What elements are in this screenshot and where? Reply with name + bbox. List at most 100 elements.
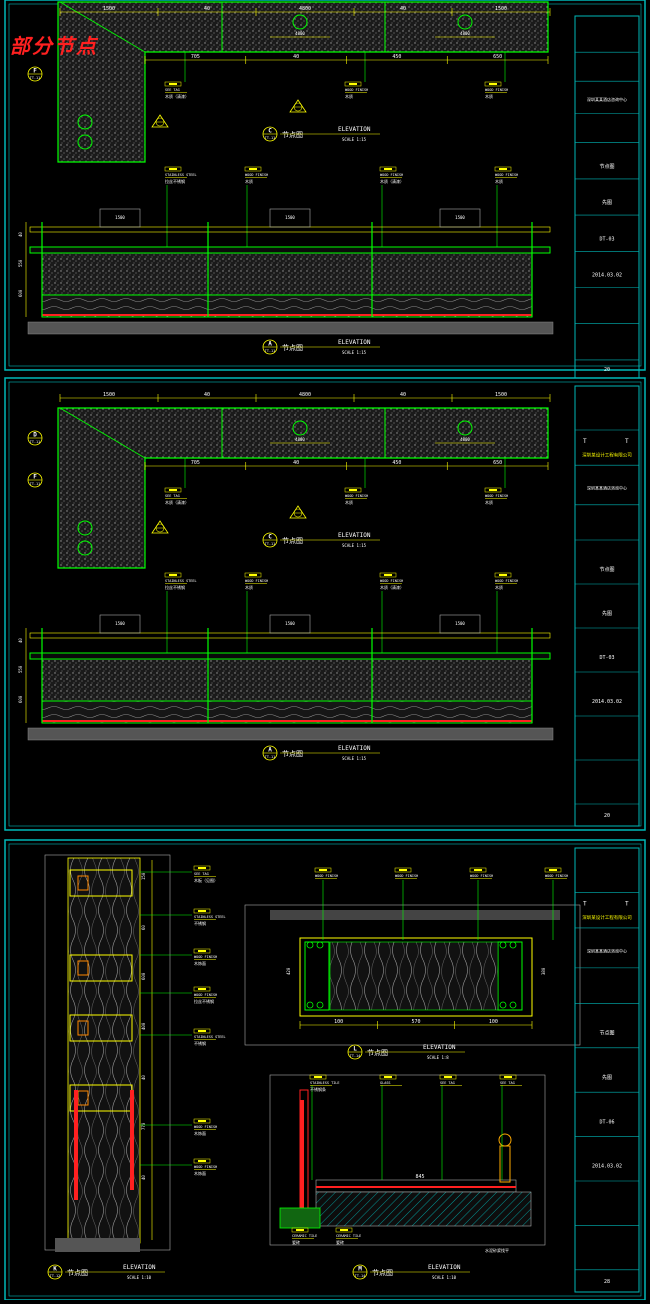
- fixture-circle: [77, 540, 93, 556]
- tag-code-bar: [169, 168, 177, 170]
- monitor-outline: [439, 614, 481, 634]
- tag-code-box: [379, 572, 397, 578]
- dimension-label: 100: [334, 1019, 343, 1025]
- tag-code-bar: [399, 869, 407, 871]
- tag-label: WOOD FINISH: [495, 173, 518, 177]
- dimension-label: 650: [493, 460, 502, 466]
- counter-plan-outline: [57, 1, 549, 163]
- tag-label: STAINLESS STEEL: [194, 1035, 226, 1039]
- elevation-cn: 节点图: [282, 537, 303, 545]
- tag-underline: [345, 498, 367, 499]
- tag-cn-label: 木饰面: [194, 1170, 206, 1176]
- tag-cn-label: 不锈钢: [194, 1040, 206, 1046]
- tag-code-box: [164, 166, 182, 172]
- vertical-dim-label: 40: [141, 1175, 146, 1180]
- tag-code-bar: [349, 83, 357, 85]
- elevation-cn: 节点图: [282, 344, 303, 352]
- counter-diagonal: [59, 1, 146, 53]
- floor-slab: [27, 727, 554, 741]
- elevation-scale: SCALE 1:8: [427, 1055, 449, 1060]
- tag-code-box: [484, 487, 502, 493]
- bubble-letter: F: [33, 68, 37, 75]
- tag-label: CERAMIC TILE: [336, 1234, 361, 1238]
- tag-cn-label: 木饰面: [194, 1130, 206, 1136]
- bubble-letter: A: [268, 341, 272, 348]
- tag-cn-label: 木质: [485, 93, 493, 99]
- tag-underline: [495, 177, 517, 178]
- sheet-inner-frame: [8, 843, 642, 1297]
- tag-label: SEE TAG: [500, 1081, 515, 1085]
- counter-top-rail: [29, 632, 551, 639]
- tag-code-bar: [384, 574, 392, 576]
- dimension-label: 40: [204, 392, 210, 398]
- shelf-bracket: [77, 960, 89, 976]
- tag-code-bar: [198, 910, 206, 912]
- tag-label: WOOD FINISH: [380, 579, 403, 583]
- page-number: 20: [604, 813, 610, 819]
- tag-cn-label: 拉丝不锈钢: [194, 998, 214, 1004]
- m-fixture: [498, 1133, 512, 1147]
- tag-cn-label: 拉丝不锈钢: [165, 178, 185, 184]
- tag-cn-label: 瓷砖: [292, 1239, 300, 1245]
- dimension-label: 450: [392, 54, 401, 60]
- tag-cn-label: 木质（清漆）: [380, 584, 404, 590]
- dimension-label: 40: [400, 392, 406, 398]
- sheet-number: DT-03: [599, 236, 614, 242]
- shelf-box: [69, 869, 133, 897]
- tag-underline: [470, 878, 492, 879]
- elevation-title-text: ELEVATION: [338, 745, 371, 752]
- cabinet-body: [67, 857, 141, 1244]
- side-bubble: FTT-11: [27, 66, 43, 82]
- monitor-dim: 1500: [285, 215, 295, 220]
- floor-slab: [27, 321, 554, 335]
- tag-code-box: [193, 986, 211, 992]
- company-logo-t: T: [625, 438, 629, 445]
- tag-underline: [485, 92, 507, 93]
- section-marker-left: [151, 114, 169, 128]
- side-dimension-label: 600: [18, 289, 23, 297]
- tag-label: WOOD FINISH: [194, 993, 217, 997]
- tag-code-box: [164, 487, 182, 493]
- tag-underline: [345, 92, 367, 93]
- fixture-dim-label: 4800: [460, 437, 470, 442]
- tag-code-box: [309, 1074, 327, 1080]
- tag-cn-label: 木质（清漆）: [165, 499, 189, 505]
- elevation-bubble: LTT-14: [347, 1044, 363, 1060]
- tag-code-bar: [169, 489, 177, 491]
- shelf-bracket: [77, 1020, 89, 1036]
- side-bubble-top: DTT-11: [27, 430, 43, 446]
- bubble-letter: A: [268, 747, 272, 754]
- tag-code-bar: [198, 988, 206, 990]
- counter-front-panel: [41, 658, 533, 702]
- tag-code-bar: [549, 869, 557, 871]
- tag-underline: [380, 1085, 402, 1086]
- bolt-circle: [509, 941, 517, 949]
- material-tag-l: WOOD FINISH: [314, 867, 338, 879]
- elevation-bubble: MTT-14: [352, 1264, 368, 1280]
- page-number: 20: [604, 367, 610, 373]
- elevation-bubble: CTT-11: [262, 532, 278, 548]
- bubble-code: TT-11: [30, 440, 41, 444]
- elevation-bubble: CTT-11: [262, 126, 278, 142]
- sheet-date: 2014.03.02: [592, 273, 622, 279]
- bubble-letter: K: [53, 1266, 57, 1273]
- shelf-box: [69, 954, 133, 982]
- tag-code-bar: [499, 574, 507, 576]
- tag-label: SEE TAG: [165, 494, 180, 498]
- counter-top-band: [29, 246, 551, 254]
- elevation-cn: 节点图: [282, 750, 303, 758]
- tag-code-bar: [384, 1076, 392, 1078]
- side-dimension-label: 550: [18, 259, 23, 267]
